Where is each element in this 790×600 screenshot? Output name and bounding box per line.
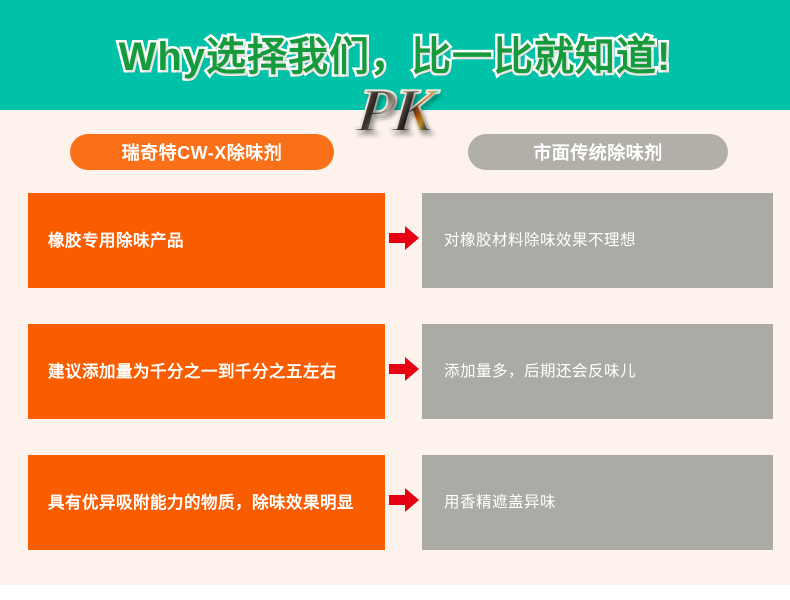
comparison-cell-ours: 具有优异吸附能力的物质，除味效果明显 (28, 455, 385, 550)
column-header-traditional-product-label: 市面传统除味剂 (533, 143, 663, 163)
arrow-right-icon (389, 225, 419, 251)
comparison-cell-theirs: 用香精遮盖异味 (422, 455, 773, 550)
comparison-row: 具有优异吸附能力的物质，除味效果明显 用香精遮盖异味 (0, 455, 790, 550)
column-header-traditional-product: 市面传统除味剂 (468, 134, 728, 170)
page-title: Why选择我们，比一比就知道! (116, 33, 673, 82)
comparison-cell-theirs-text: 用香精遮盖异味 (444, 493, 557, 511)
comparison-row: 橡胶专用除味产品 对橡胶材料除味效果不理想 (0, 193, 790, 288)
bottom-margin (0, 585, 790, 600)
comparison-cell-ours: 橡胶专用除味产品 (28, 193, 385, 288)
comparison-cell-ours: 建议添加量为千分之一到千分之五左右 (28, 324, 385, 419)
arrow-right-icon (389, 356, 419, 382)
comparison-cell-ours-text: 橡胶专用除味产品 (48, 231, 184, 250)
comparison-cell-theirs-text: 对橡胶材料除味效果不理想 (444, 231, 637, 249)
column-header-our-product: 瑞奇特CW-X除味剂 (70, 134, 334, 170)
column-header-our-product-label: 瑞奇特CW-X除味剂 (121, 143, 283, 163)
arrow-right-icon (389, 487, 419, 513)
comparison-cell-theirs: 添加量多，后期还会反味儿 (422, 324, 773, 419)
comparison-cell-ours-text: 具有优异吸附能力的物质，除味效果明显 (48, 493, 354, 512)
comparison-cell-ours-text: 建议添加量为千分之一到千分之五左右 (48, 362, 337, 381)
comparison-cell-theirs-text: 添加量多，后期还会反味儿 (444, 362, 637, 380)
header-banner: Why选择我们，比一比就知道! (0, 0, 790, 110)
comparison-cell-theirs: 对橡胶材料除味效果不理想 (422, 193, 773, 288)
comparison-row: 建议添加量为千分之一到千分之五左右 添加量多，后期还会反味儿 (0, 324, 790, 419)
